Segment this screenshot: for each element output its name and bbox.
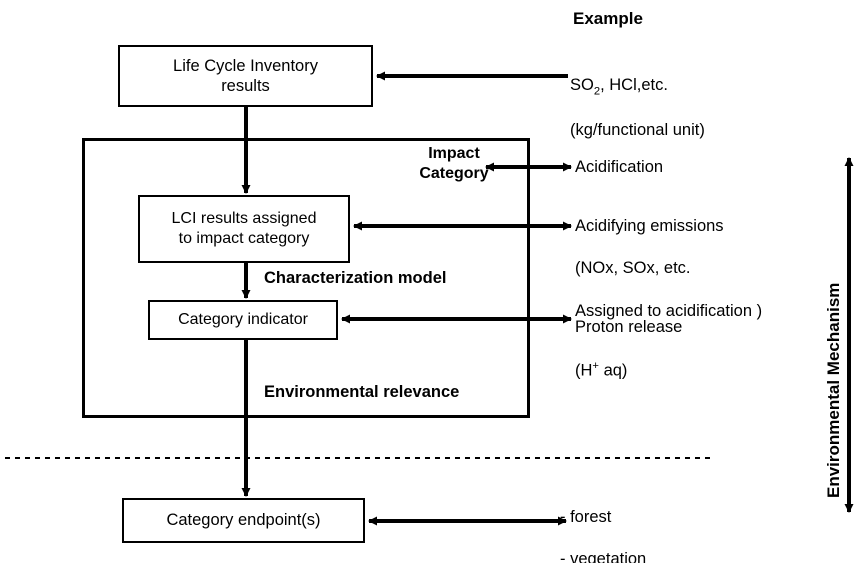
label-impact-category: Impact Category xyxy=(419,145,489,183)
example-impact-category: Acidification xyxy=(575,158,664,176)
box-label: Category endpoint(s) xyxy=(166,511,321,530)
example-acidifying-emissions: Acidifying emissions (NOx, SOx, etc. Ass… xyxy=(575,195,762,343)
label-characterization-model: Characterization model xyxy=(264,269,447,287)
example-endpoints-list: - forest - vegetation - etc. xyxy=(560,486,646,563)
example-acidifying-line2: (NOx, SOx, etc. xyxy=(575,259,691,278)
example-proton-line1: Proton release xyxy=(575,318,683,337)
example-proton-line2: (H+ aq) xyxy=(575,359,682,382)
box-label: LCI results assigned to impact category xyxy=(171,210,317,247)
example-proton-formula: (H xyxy=(575,361,593,380)
list-item: - vegetation xyxy=(560,550,647,563)
example-inventory-line1: SO2, HCl,etc. xyxy=(570,75,705,99)
box-label: Category indicator xyxy=(178,311,308,329)
heading-example: Example xyxy=(573,9,643,28)
label-environmental-mechanism: Environmental Mechanism xyxy=(824,282,843,498)
example-proton-superscript: + xyxy=(592,360,599,373)
example-inventory-flows: SO2, HCl,etc. (kg/functional unit) xyxy=(570,54,705,162)
example-acidifying-line3: Assigned to acidification ) xyxy=(575,301,763,320)
box-life-cycle-inventory-results[interactable]: Life Cycle Inventory results xyxy=(118,45,373,107)
label-environmental-relevance: Environmental relevance xyxy=(264,383,460,401)
example-inventory-rest: , HCl,etc. xyxy=(600,76,668,95)
box-label: Life Cycle Inventory results xyxy=(173,56,318,95)
example-proton-release: Proton release (H+ aq) xyxy=(575,296,682,403)
impact-assessment-frame xyxy=(82,138,530,418)
box-category-endpoints[interactable]: Category endpoint(s) xyxy=(122,498,365,543)
box-lci-results-assigned[interactable]: LCI results assigned to impact category xyxy=(138,195,350,263)
example-proton-rest: aq) xyxy=(598,361,628,380)
box-category-indicator[interactable]: Category indicator xyxy=(148,300,338,340)
example-acidifying-line1: Acidifying emissions xyxy=(575,217,724,236)
example-inventory-line2: (kg/functional unit) xyxy=(570,120,705,139)
list-item: - forest xyxy=(560,508,612,527)
example-inventory-formula: SO xyxy=(570,76,594,95)
example-inventory-subscript: 2 xyxy=(593,85,601,98)
